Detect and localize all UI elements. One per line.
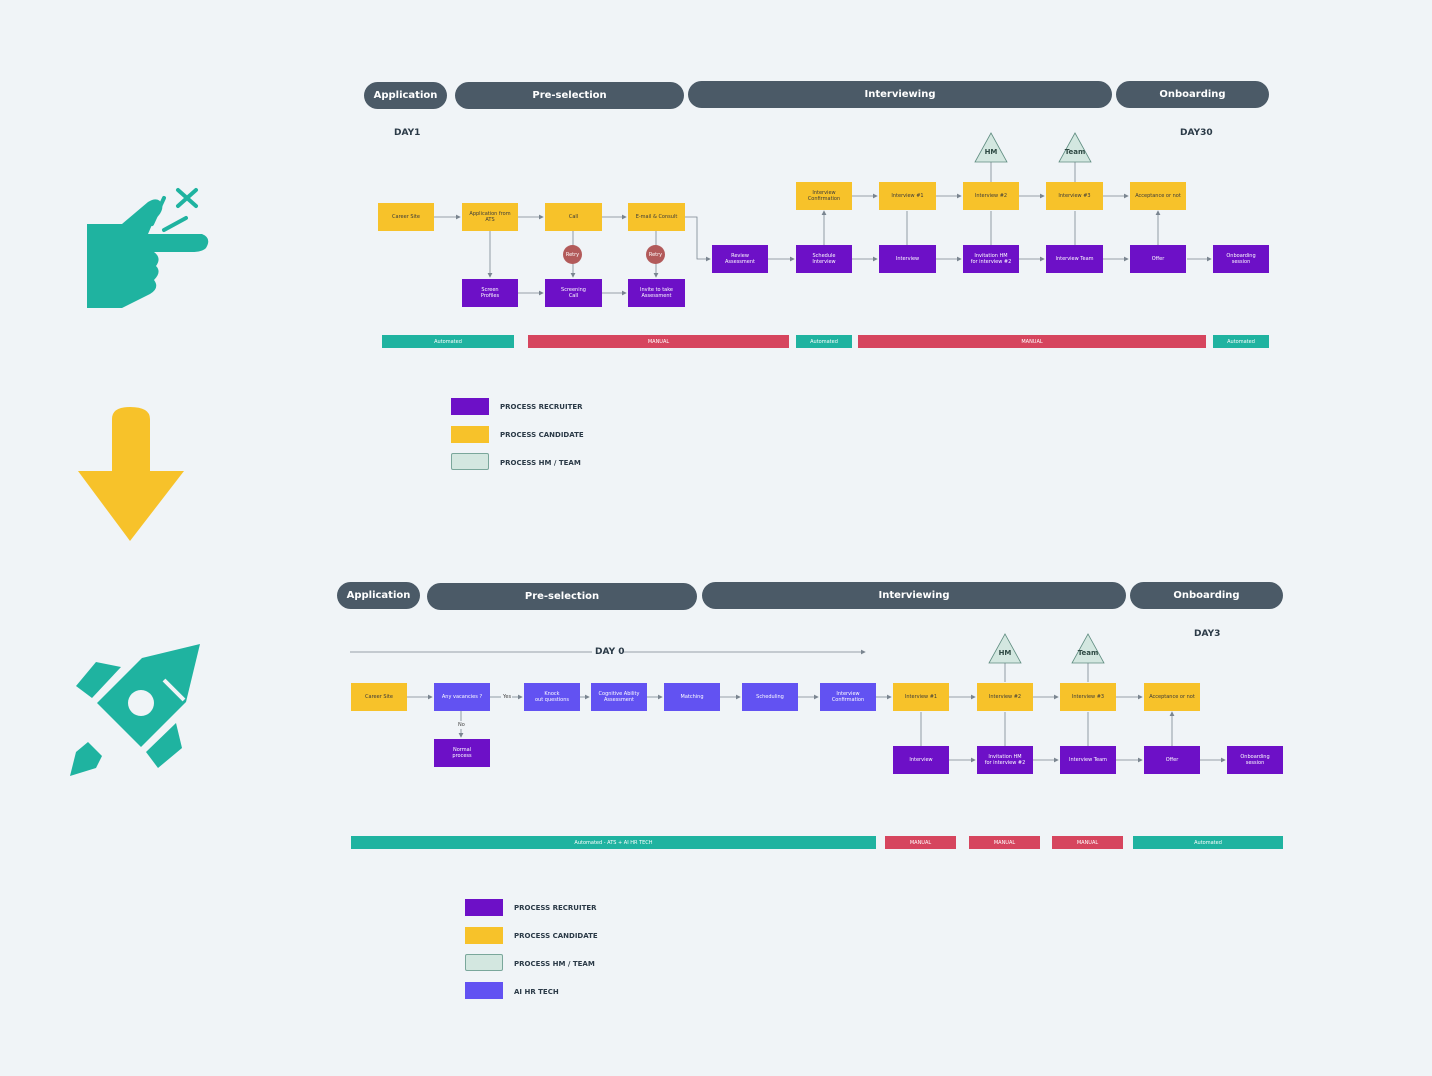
bar-automated-2: Automated — [796, 335, 852, 348]
box-review-assessment: Review Assessment — [712, 245, 768, 273]
hm-label: HM — [984, 148, 998, 156]
box-career-site: Career Site — [378, 203, 434, 231]
phase-onboarding-top: Onboarding — [1116, 81, 1269, 108]
legend-b-label-candidate: PROCESS CANDIDATE — [514, 932, 598, 940]
box-scheduling: Scheduling — [742, 683, 798, 711]
box-interview-confirmation-b: Interview Confirmation — [820, 683, 876, 711]
retry-badge-email: Retry — [646, 245, 665, 264]
legend-b-swatch-ai — [465, 982, 503, 999]
box-schedule-interview: Schedule Interview — [796, 245, 852, 273]
bar-manual-b1: MANUAL — [885, 836, 956, 849]
box-onboarding-b: Onboarding session — [1227, 746, 1283, 774]
day3-label: DAY3 — [1194, 629, 1221, 639]
box-normal-process: Normal process — [434, 739, 490, 767]
box-cognitive: Cognitive Ability Assessment — [591, 683, 647, 711]
box-interview-2-b: Interview #2 — [977, 683, 1033, 711]
snap-fingers-icon — [87, 188, 209, 308]
phase-interviewing-top: Interviewing — [688, 81, 1112, 108]
legend-label-recruiter: PROCESS RECRUITER — [500, 403, 583, 411]
box-acceptance: Acceptance or not — [1130, 182, 1186, 210]
box-interview-team: Interview Team — [1046, 245, 1103, 273]
legend-b-swatch-recruiter — [465, 899, 503, 916]
legend-swatch-candidate — [451, 426, 489, 443]
box-interview-3-b: Interview #3 — [1060, 683, 1116, 711]
team-label: Team — [1064, 148, 1086, 156]
box-invite-assessment: Invite to take Assessment — [628, 279, 685, 307]
phase-interviewing-bottom: Interviewing — [702, 582, 1126, 609]
hm-label-bottom: HM — [998, 649, 1012, 657]
phase-application-top: Application — [364, 82, 447, 109]
box-screening-call: Screening Call — [545, 279, 602, 307]
box-interview-1: Interview #1 — [879, 182, 936, 210]
bar-automated-ai: Automated - ATS + AI HR TECH — [351, 836, 876, 849]
box-matching: Matching — [664, 683, 720, 711]
box-knock-out: Knock out questions — [524, 683, 580, 711]
box-onboarding: Onboarding session — [1213, 245, 1269, 273]
day-start-label: DAY1 — [394, 128, 421, 138]
day-end-label: DAY30 — [1180, 128, 1213, 138]
phase-preselection-top: Pre-selection — [455, 82, 684, 109]
box-invitation-hm: Invitation HM for interview #2 — [963, 245, 1019, 273]
hm-triangle-bottom — [988, 633, 1022, 664]
box-email-consult: E-mail & Consult — [628, 203, 685, 231]
rocket-icon — [70, 644, 200, 776]
box-interview-team-b: Interview Team — [1060, 746, 1116, 774]
bar-automated-1: Automated — [382, 335, 514, 348]
legend-b-swatch-hm-team — [465, 954, 503, 971]
phase-preselection-bottom: Pre-selection — [427, 583, 697, 610]
box-interview-3: Interview #3 — [1046, 182, 1103, 210]
bar-automated-b: Automated — [1133, 836, 1283, 849]
box-screen-profiles: Screen Profiles — [462, 279, 518, 307]
bar-manual-1: MANUAL — [528, 335, 789, 348]
box-invitation-hm-b: Invitation HM for interview #2 — [977, 746, 1033, 774]
legend-b-label-recruiter: PROCESS RECRUITER — [514, 904, 597, 912]
box-interview-b: Interview — [893, 746, 949, 774]
team-label-bottom: Team — [1077, 649, 1099, 657]
bar-automated-3: Automated — [1213, 335, 1269, 348]
box-interview-2: Interview #2 — [963, 182, 1019, 210]
box-career-site-b: Career Site — [351, 683, 407, 711]
box-interview: Interview — [879, 245, 936, 273]
hm-triangle-top — [974, 132, 1008, 163]
no-label: No — [458, 722, 465, 728]
day-zero-label: DAY 0 — [595, 647, 625, 657]
legend-swatch-recruiter — [451, 398, 489, 415]
box-interview-confirmation: Interview Confirmation — [796, 182, 852, 210]
box-acceptance-b: Acceptance or not — [1144, 683, 1200, 711]
bar-manual-b3: MANUAL — [1052, 836, 1123, 849]
legend-label-hm-team: PROCESS HM / TEAM — [500, 459, 581, 467]
bar-manual-2: MANUAL — [858, 335, 1206, 348]
box-application-ats: Application from ATS — [462, 203, 518, 231]
legend-label-candidate: PROCESS CANDIDATE — [500, 431, 584, 439]
legend-b-label-hm-team: PROCESS HM / TEAM — [514, 960, 595, 968]
team-triangle-top — [1058, 132, 1092, 163]
arrow-down-icon — [78, 407, 184, 541]
box-offer-b: Offer — [1144, 746, 1200, 774]
legend-b-label-ai: AI HR TECH — [514, 988, 559, 996]
phase-onboarding-bottom: Onboarding — [1130, 582, 1283, 609]
phase-application-bottom: Application — [337, 582, 420, 609]
legend-b-swatch-candidate — [465, 927, 503, 944]
yes-label: Yes — [503, 694, 512, 700]
bar-manual-b2: MANUAL — [969, 836, 1040, 849]
box-interview-1-b: Interview #1 — [893, 683, 949, 711]
box-call: Call — [545, 203, 602, 231]
retry-badge-call: Retry — [563, 245, 582, 264]
box-offer: Offer — [1130, 245, 1186, 273]
box-any-vacancies: Any vacancies ? — [434, 683, 490, 711]
legend-swatch-hm-team — [451, 453, 489, 470]
team-triangle-bottom — [1071, 633, 1105, 664]
